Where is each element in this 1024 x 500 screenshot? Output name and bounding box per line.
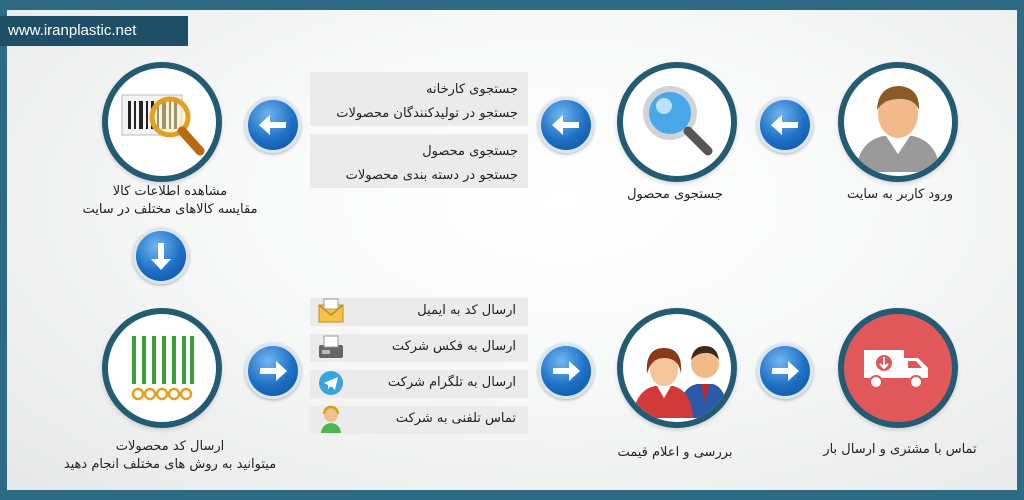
product-search-caption: جستجوی محصول	[627, 187, 723, 202]
review-pricing-caption: بررسی و اعلام قیمت	[617, 445, 733, 460]
delivery-caption: تماس با مشتری و ارسال بار	[823, 442, 977, 457]
phone-support-icon	[321, 405, 341, 433]
flow-arrow-left-1	[757, 97, 813, 153]
flow-arrow-right-1	[245, 343, 301, 399]
send-option-phone[interactable]: تماس تلفنی به شرکت	[310, 405, 528, 434]
product-search-node	[617, 62, 737, 182]
flow-arrow-right-2	[538, 343, 594, 399]
product-info-caption-line1: مشاهده اطلاعات کالا	[112, 184, 228, 199]
review-pricing-node	[617, 308, 737, 428]
send-code-caption-line2: میتوانید به روش های مختلف انجام دهید	[63, 457, 277, 472]
site-url-label[interactable]: www.iranplastic.net	[0, 16, 188, 46]
arrow-down-icon	[151, 243, 171, 270]
green-barcode-icon	[131, 336, 194, 401]
send-option-fax[interactable]: ارسال به فکس شرکت	[310, 334, 528, 362]
send-code-caption: ارسال کد محصولات میتوانید به روش های مخت…	[40, 438, 300, 474]
factory-search-title: جستجوی کارخانه	[426, 82, 518, 97]
delivery-truck-icon	[864, 350, 928, 389]
product-search-box[interactable]: جستجوی محصول جستجو در دسته بندی محصولات	[310, 134, 528, 188]
business-people-icon	[633, 346, 727, 418]
user-login-node	[838, 62, 958, 182]
user-login-caption: ورود کاربر به سایت	[846, 187, 954, 202]
send-option-fax-label: ارسال به فکس شرکت	[391, 339, 516, 354]
user-avatar-icon	[856, 86, 940, 172]
send-code-caption-line1: ارسال کد محصولات	[115, 439, 225, 454]
delivery-node	[838, 308, 958, 428]
arrow-right-icon	[772, 361, 799, 381]
send-option-email[interactable]: ارسال کد به ایمیل	[310, 298, 528, 326]
arrow-right-icon	[553, 361, 580, 381]
barcode-magnifier-icon	[121, 94, 205, 156]
product-search-title: جستجوی محصول	[422, 144, 518, 159]
send-code-node	[102, 308, 222, 428]
factory-search-box[interactable]: جستجوی کارخانه جستجو در تولیدکنندگان محص…	[310, 72, 528, 126]
email-icon	[318, 298, 344, 323]
arrow-left-icon	[259, 115, 286, 135]
flow-arrow-down	[133, 228, 189, 284]
arrow-left-icon	[552, 115, 579, 135]
send-option-phone-label: تماس تلفنی به شرکت	[395, 411, 516, 426]
product-info-caption-line2: مقایسه کالاهای مختلف در سایت	[82, 202, 258, 217]
product-search-subtitle: جستجو در دسته بندی محصولات	[345, 168, 518, 183]
product-info-node	[102, 62, 222, 182]
fax-icon	[319, 335, 343, 358]
flow-arrow-right-3	[757, 343, 813, 399]
product-info-caption: مشاهده اطلاعات کالا مقایسه کالاهای مختلف…	[40, 183, 300, 219]
flow-arrow-left-3	[245, 97, 301, 153]
factory-search-subtitle: جستجو در تولیدکنندگان محصولات	[336, 106, 518, 121]
flow-arrow-left-2	[538, 97, 594, 153]
send-option-email-label: ارسال کد به ایمیل	[417, 303, 516, 318]
arrow-right-icon	[260, 361, 287, 381]
arrow-left-icon	[771, 115, 798, 135]
magnifier-icon	[643, 86, 713, 156]
send-option-telegram-label: ارسال به تلگرام شرکت	[387, 375, 516, 390]
telegram-icon	[319, 371, 343, 395]
send-option-telegram[interactable]: ارسال به تلگرام شرکت	[310, 370, 528, 398]
